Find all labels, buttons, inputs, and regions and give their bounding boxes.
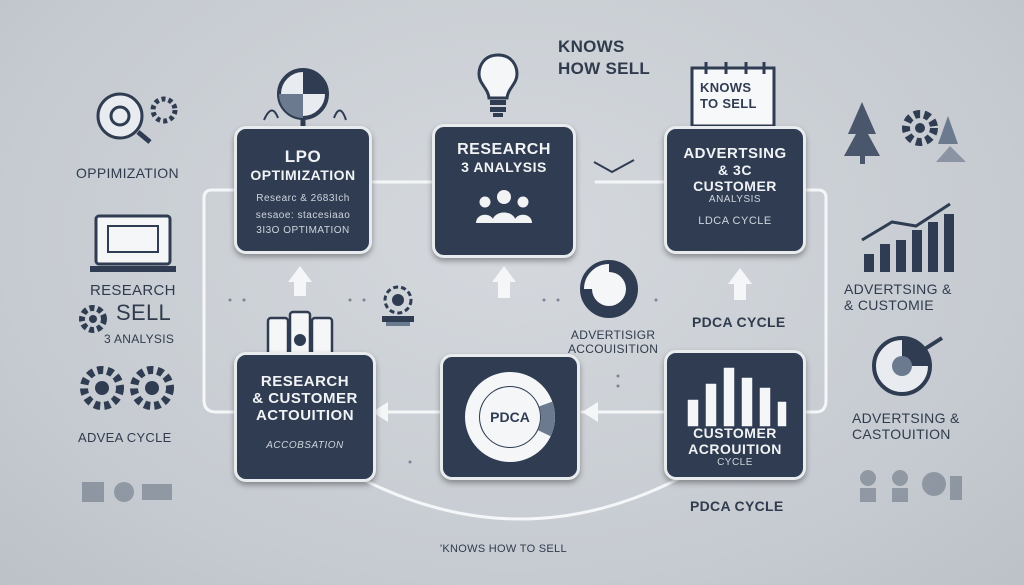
- advertising-customer-box[interactable]: ADVERTSING & 3C CUSTOMER ANALYSIS LDCA C…: [664, 126, 806, 254]
- right-adv2-line-1: ADVERTSING &: [852, 410, 960, 426]
- storage-stack-icon: [262, 306, 338, 364]
- header-title: KNOWS HOW SELL: [558, 36, 650, 80]
- left-analysis-label: 3 ANALYSIS: [104, 332, 175, 346]
- customer-sub-1: ACCOBSATION: [266, 440, 344, 451]
- target-gear-icon: [92, 86, 184, 146]
- advertising-sub-1: ANALYSIS: [708, 194, 762, 205]
- faded-tools-icon: [80, 476, 180, 508]
- header-line-1: KNOWS: [558, 37, 625, 56]
- left-optimization-label: OPPIMIZATION: [76, 165, 179, 181]
- lpo-title-2: OPTIMIZATION: [250, 167, 356, 183]
- customer-title-2: & CUSTOMER: [252, 390, 358, 407]
- pdca-cycle-bottom-label: PDCA CYCLE: [690, 498, 784, 514]
- research-analysis-box[interactable]: RESEARCH 3 ANALYSIS: [432, 124, 576, 258]
- right-advertising-label-1: ADVERTSING & & CUSTOMIE: [844, 281, 952, 313]
- acquisition-title-2: ACROUITION: [688, 441, 782, 457]
- left-sell-label: SELL: [116, 300, 172, 325]
- right-adv1-line-1: ADVERTSING &: [844, 281, 952, 297]
- pdca-box[interactable]: PDCA: [440, 354, 580, 480]
- monitor-icon: [88, 212, 178, 276]
- lpo-sub-2: sesaoe: stacesiaao: [255, 210, 351, 221]
- research-customer-box[interactable]: RESEARCH & CUSTOMER ACTOUITION ACCOBSATI…: [234, 352, 376, 482]
- gears-pair-icon: [74, 360, 182, 416]
- research-title-1: RESEARCH: [457, 141, 551, 158]
- bar-chart-icon: [686, 366, 788, 427]
- left-research-label: RESEARCH: [90, 282, 176, 299]
- advertising-title-3: CUSTOMER: [693, 178, 777, 194]
- advert-acq-line-1: ADVERTISIGR: [570, 328, 656, 342]
- left-cycle-label: ADVEA CYCLE: [78, 430, 172, 445]
- people-icon: [474, 187, 534, 227]
- lightbulb-icon: [476, 52, 520, 118]
- notepad-line-1: KNOWS: [700, 80, 752, 95]
- pie-chart-icon: [578, 258, 640, 320]
- growth-chart-icon: [856, 200, 956, 274]
- customer-acquisition-box[interactable]: CUSTOMER ACROUITION CYCLE: [664, 350, 806, 480]
- footer-label: 'KNOWS HOW TO SELL: [440, 543, 567, 555]
- tree-gear-icon: [840, 96, 970, 166]
- acquisition-sub-1: CYCLE: [717, 457, 753, 468]
- pdca-cycle-mid-label: PDCA CYCLE: [692, 314, 786, 330]
- advertising-sub-2: LDCA CYCLE: [698, 215, 772, 227]
- pdca-ring-icon: [465, 372, 555, 462]
- notepad-text: KNOWS TO SELL: [700, 80, 757, 112]
- notepad-line-2: TO SELL: [700, 96, 757, 111]
- lpo-optimization-box[interactable]: LPO OPTIMIZATION Researc & 2683Ich sesao…: [234, 126, 372, 254]
- header-line-2: HOW SELL: [558, 59, 651, 78]
- notepad-icon: [688, 60, 778, 130]
- research-title-2: 3 ANALYSIS: [461, 159, 547, 175]
- right-advertising-label-2: ADVERTSING & CASTOUITION: [852, 410, 960, 442]
- lpo-sub-1: Researc & 2683Ich: [256, 193, 350, 204]
- customer-title-3: ACTOUITION: [255, 407, 355, 424]
- pdca-label: PDCA: [490, 409, 530, 425]
- cog-bars-icon: [376, 282, 420, 328]
- acquisition-title-1: CUSTOMER: [693, 425, 777, 441]
- lpo-sub-3: 3I3O OPTIMATION: [256, 225, 350, 236]
- customer-title-1: RESEARCH: [260, 373, 350, 390]
- right-adv1-line-2: & CUSTOMIE: [844, 297, 934, 313]
- gear-icon: [76, 302, 110, 336]
- dial-gauge-icon: [868, 332, 948, 398]
- lpo-title-1: LPO: [284, 147, 322, 166]
- advertising-title-2: & 3C: [718, 162, 752, 178]
- advertising-title-1: ADVERTSING: [683, 145, 787, 162]
- advert-acq-line-2: ACCOUISITION: [568, 342, 659, 356]
- right-adv2-line-2: CASTOUITION: [852, 426, 951, 442]
- faded-people-icon: [856, 466, 966, 506]
- magnifier-chart-icon: [258, 62, 348, 134]
- advertising-acquisition-label: ADVERTISIGR ACCOUISITION: [568, 328, 658, 356]
